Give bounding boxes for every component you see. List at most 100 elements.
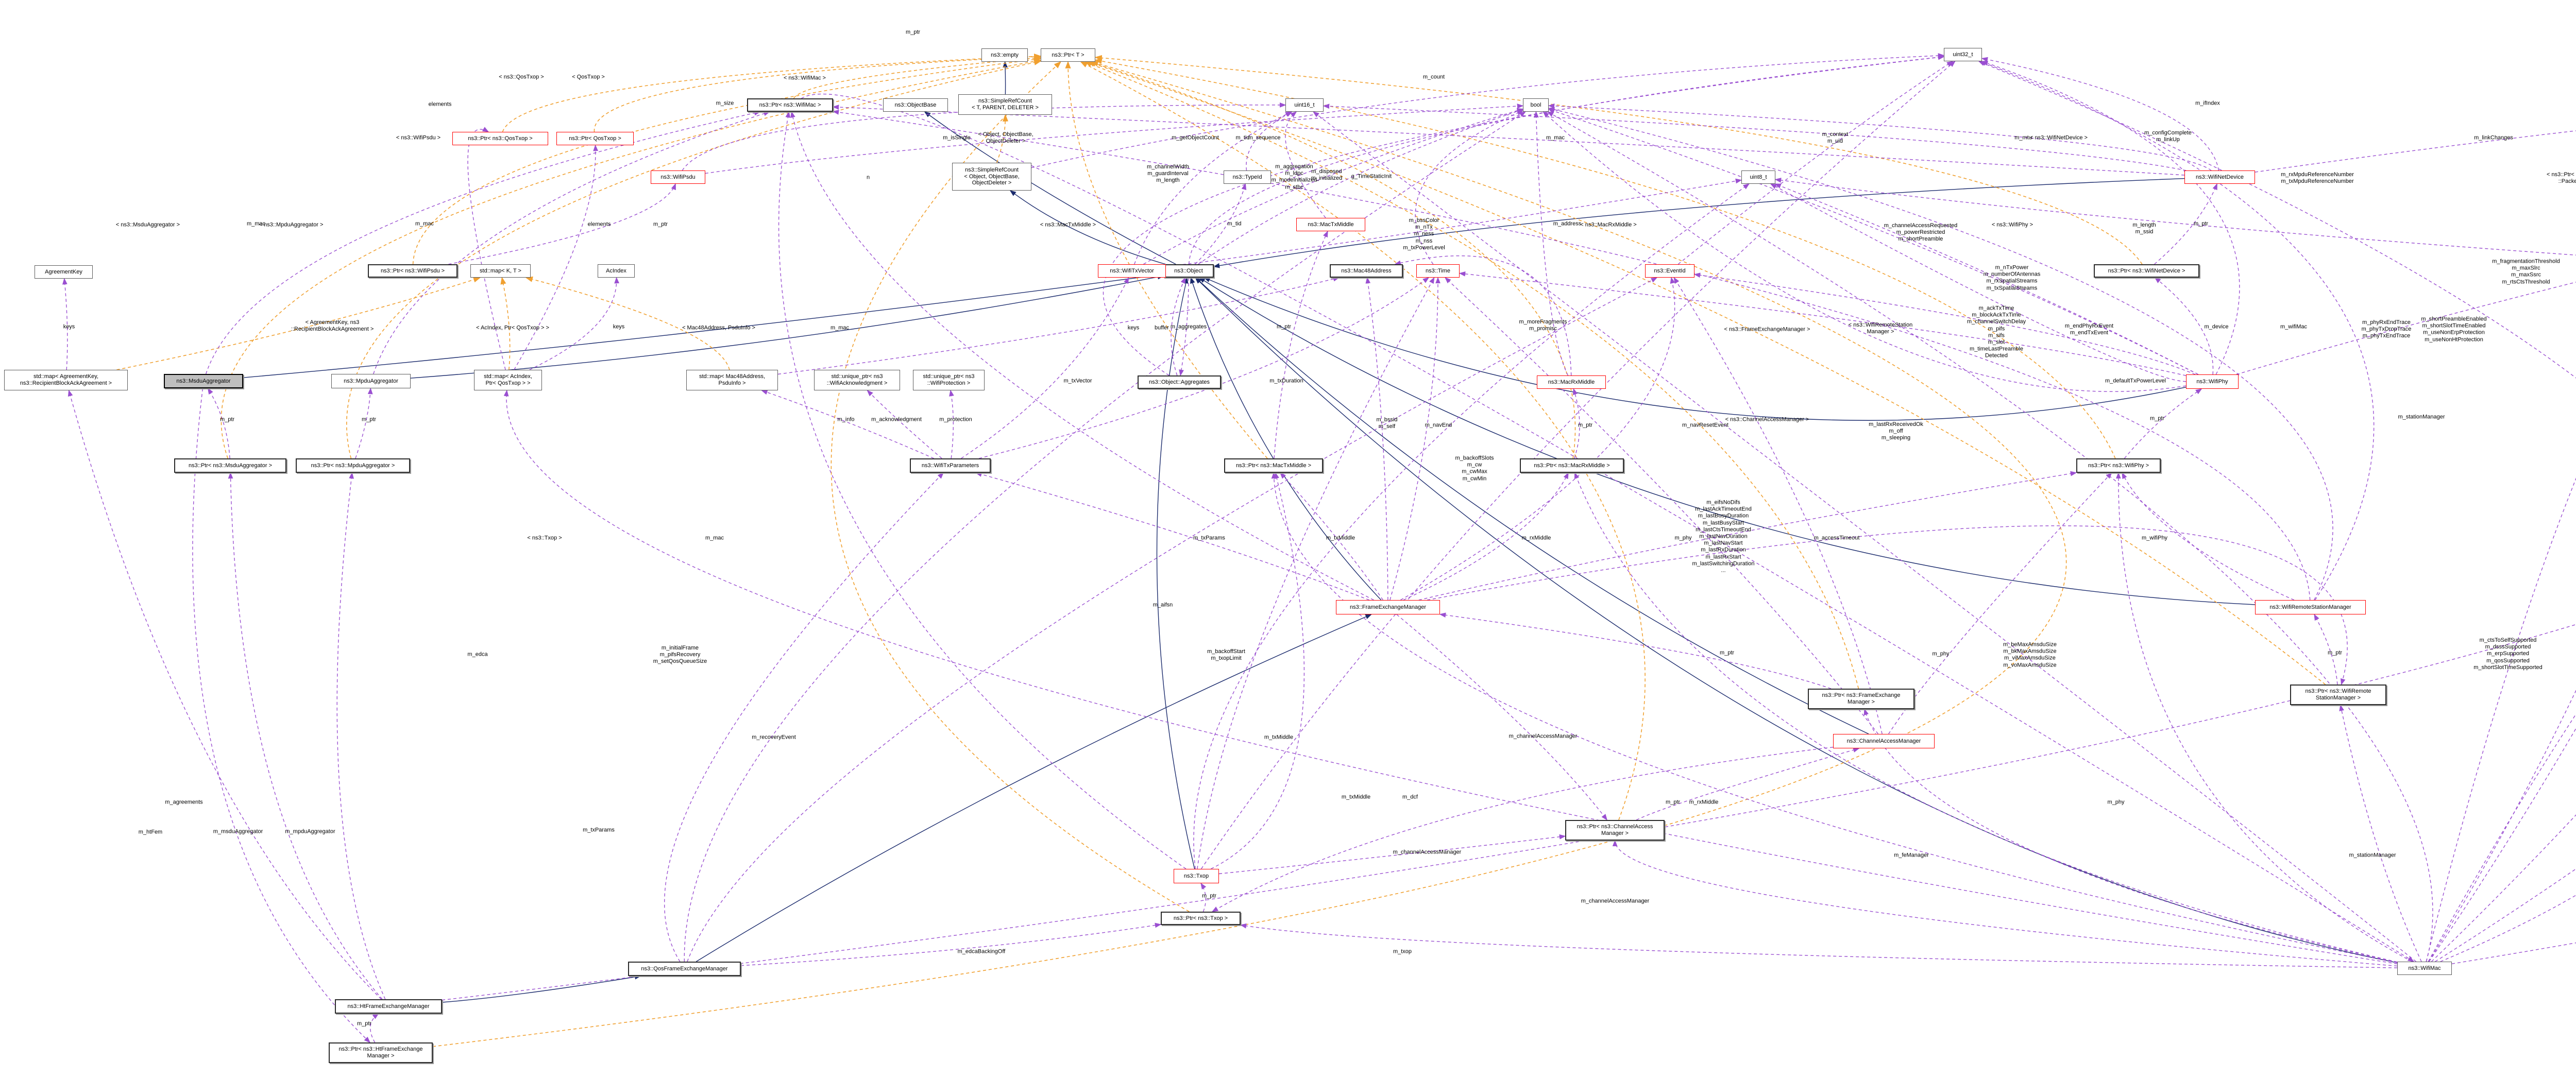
node-htfem[interactable]: ns3::HtFrameExchangeManager: [335, 999, 442, 1014]
node-wifiphy[interactable]: ns3::WifiPhy: [2186, 374, 2239, 389]
edge-label: < ns3::WifiRemoteStation Manager >: [1848, 321, 1913, 335]
edge-label: elements: [428, 101, 452, 108]
node-map-agreement[interactable]: std::map< AgreementKey, ns3::RecipientBl…: [4, 370, 128, 390]
edge-src-obj-uint32: [1031, 53, 1945, 168]
edge-wifimac-ssid: [2429, 727, 2576, 962]
edge-qosfem-bool: [684, 111, 1526, 962]
edge-label: m_ptr: [1201, 893, 1217, 899]
node-acindex[interactable]: AcIndex: [598, 264, 635, 278]
node-ptr-macrxmiddle[interactable]: ns3::Ptr< ns3::MacRxMiddle >: [1520, 458, 1624, 473]
node-fem[interactable]: ns3::FrameExchangeManager: [1336, 600, 1440, 614]
edge-ptr-txop-txop: [1200, 882, 1207, 912]
edge-label: m_defaultTxPowerLevel: [2105, 378, 2166, 384]
edge-aggregates-object: [1171, 277, 1186, 376]
node-ptr-wifipsdu[interactable]: ns3::Ptr< ns3::WifiPsdu >: [368, 264, 457, 278]
edge-label: m_phyRxEndTrace m_phyTxDropTrace m_phyTx…: [2361, 319, 2412, 339]
node-eventid[interactable]: ns3::EventId: [1645, 264, 1694, 278]
node-map-acindex[interactable]: std::map< AcIndex, Ptr< QosTxop > >: [474, 370, 542, 390]
node-src-obj[interactable]: ns3::SimpleRefCount < Object, ObjectBase…: [952, 163, 1031, 191]
node-typeid[interactable]: ns3::TypeId: [1224, 170, 1271, 184]
edge-label: m_rxMiddle: [1689, 799, 1719, 806]
node-uptr-prot[interactable]: std::unique_ptr< ns3 ::WifiProtection >: [913, 370, 985, 390]
node-objectbase[interactable]: ns3::ObjectBase: [883, 98, 948, 112]
edge-map-acindex-ptr-qostxop: [467, 127, 506, 370]
edge-wifiphy-eventid: [1693, 272, 2196, 375]
node-uint32[interactable]: uint32_t: [1944, 48, 1982, 61]
edge-map-acindex-acindex: [529, 277, 619, 370]
edge-label: m_endPhyRxEvent m_endTxEvent: [2064, 322, 2114, 336]
edge-txop-ptr-cam: [1218, 834, 1566, 875]
edge-label: m_ptr: [905, 29, 921, 36]
node-ptr-msduagg[interactable]: ns3::Ptr< ns3::MsduAggregator >: [174, 458, 286, 473]
node-uint16[interactable]: uint16_t: [1285, 98, 1324, 112]
edge-label: m_isSingle: [943, 134, 971, 141]
node-ptr-cam[interactable]: ns3::Ptr< ns3::ChannelAccess Manager >: [1565, 820, 1665, 841]
node-ptr-mactxmiddle[interactable]: ns3::Ptr< ns3::MacTxMiddle >: [1224, 458, 1323, 473]
edge-qosfem-ptr-txop: [740, 922, 1162, 966]
node-ptr-t[interactable]: ns3::Ptr< T >: [1041, 48, 1095, 62]
node-empty[interactable]: ns3::empty: [981, 48, 1028, 62]
node-aggregates[interactable]: ns3::Object::Aggregates: [1138, 375, 1221, 389]
node-ptr-mpduagg[interactable]: ns3::Ptr< ns3::MpduAggregator >: [296, 458, 410, 473]
edge-wifimac-ptr-fem: [1863, 708, 2398, 963]
node-ptr-wifinetdevice[interactable]: ns3::Ptr< ns3::WifiNetDevice >: [2094, 264, 2199, 278]
edge-label: m_phy: [2107, 799, 2125, 806]
edge-ptr-macrxmiddle-macrxmiddle: [1572, 388, 1580, 459]
node-ptr-qostxop2[interactable]: ns3::Ptr< QosTxop >: [556, 132, 634, 145]
node-object[interactable]: ns3::Object: [1163, 264, 1214, 278]
node-ptr-wifiphy[interactable]: ns3::Ptr< ns3::WifiPhy >: [2076, 458, 2161, 473]
edge-txop-ptr-mactxmiddle: [1211, 472, 1305, 869]
node-ptr-qostxop[interactable]: ns3::Ptr< ns3::QosTxop >: [452, 132, 548, 145]
node-txop[interactable]: ns3::Txop: [1174, 869, 1219, 883]
edge-label: < ns3::QosTxop >: [499, 74, 544, 80]
node-ptr-fem[interactable]: ns3::Ptr< ns3::FrameExchange Manager >: [1808, 689, 1914, 709]
edge-fem-ptr-cam: [1396, 614, 1608, 821]
node-ptr-wrsm[interactable]: ns3::Ptr< ns3::WifiRemote StationManager…: [2290, 685, 2386, 705]
node-ptr-htfem[interactable]: ns3::Ptr< ns3::HtFrameExchange Manager >: [329, 1042, 433, 1063]
node-wifipsdu[interactable]: ns3::WifiPsdu: [651, 170, 705, 184]
node-mpdu-aggregator[interactable]: ns3::MpduAggregator: [331, 374, 411, 388]
node-msdu-aggregator[interactable]: ns3::MsduAggregator: [164, 374, 243, 388]
node-ptr-txop[interactable]: ns3::Ptr< ns3::Txop >: [1161, 912, 1241, 925]
node-src-t[interactable]: ns3::SimpleRefCount < T, PARENT, DELETER…: [958, 94, 1052, 115]
edge-cam-object: [1195, 277, 1869, 734]
edge-label: m_mac: [830, 324, 850, 331]
node-map-kt[interactable]: std::map< K, T >: [470, 264, 531, 278]
node-mactxmiddle[interactable]: ns3::MacTxMiddle: [1296, 218, 1365, 231]
edge-label: < ns3::MpduAggregator >: [259, 221, 324, 228]
node-map-psduinfo[interactable]: std::map< Mac48Address, PsduInfo >: [686, 370, 778, 390]
node-macrxmiddle[interactable]: ns3::MacRxMiddle: [1537, 375, 1606, 389]
node-wifitxparameters[interactable]: ns3::WifiTxParameters: [910, 458, 991, 473]
node-wifimac[interactable]: ns3::WifiMac: [2397, 962, 2452, 975]
edge-label: m_mac: [415, 220, 434, 227]
edge-object-typeid: [1195, 183, 1247, 265]
edge-label: m_accessTimeout: [1814, 535, 1860, 541]
node-bool[interactable]: bool: [1523, 98, 1549, 112]
node-wifinetdevice[interactable]: ns3::WifiNetDevice: [2184, 170, 2255, 184]
edge-qosfem-wifitxparameters: [664, 472, 944, 962]
edge-label: < ns3::WifiNetDevice >: [2030, 134, 2088, 141]
edge-label: m_navResetEvent: [1682, 422, 1728, 429]
edge-wifimac-ptr-macrxmiddle: [1574, 472, 2398, 963]
node-qosfem[interactable]: ns3::QosFrameExchangeManager: [628, 962, 741, 976]
edge-label: m_aggregation m_ldpc m_modeInitialized m…: [1271, 163, 1317, 191]
edge-ptr-wrsm-ptr-t: [1087, 61, 2326, 685]
edge-label: m_channelWidth m_guardInterval m_length: [1147, 164, 1189, 184]
edge-label: m_feManager: [1894, 852, 1929, 859]
node-wifitxvector[interactable]: ns3::WifiTxVector: [1098, 264, 1166, 278]
edge-label: m_stationManager: [2398, 414, 2445, 420]
edge-label: m_mac: [705, 535, 724, 541]
edge-label: g_TimeStaticInit: [1351, 173, 1392, 180]
node-time[interactable]: ns3::Time: [1416, 264, 1460, 278]
node-wrsm[interactable]: ns3::WifiRemoteStationManager: [2255, 600, 2366, 614]
node-ptr-wifimac[interactable]: ns3::Ptr< ns3::WifiMac >: [747, 98, 833, 112]
node-uint8[interactable]: uint8_t: [1741, 170, 1775, 184]
node-cam[interactable]: ns3::ChannelAccessManager: [1833, 734, 1935, 748]
edge-label: m_rxMiddle: [1521, 535, 1551, 541]
node-agreementkey[interactable]: AgreementKey: [35, 265, 93, 279]
edge-wifimac-tc-dropreason: [2428, 690, 2576, 962]
edge-mpdu-aggregator-object: [410, 274, 1164, 379]
node-uptr-ack[interactable]: std::unique_ptr< ns3 ::WifiAcknowledgmen…: [814, 370, 900, 390]
node-mac48[interactable]: ns3::Mac48Address: [1330, 264, 1403, 278]
